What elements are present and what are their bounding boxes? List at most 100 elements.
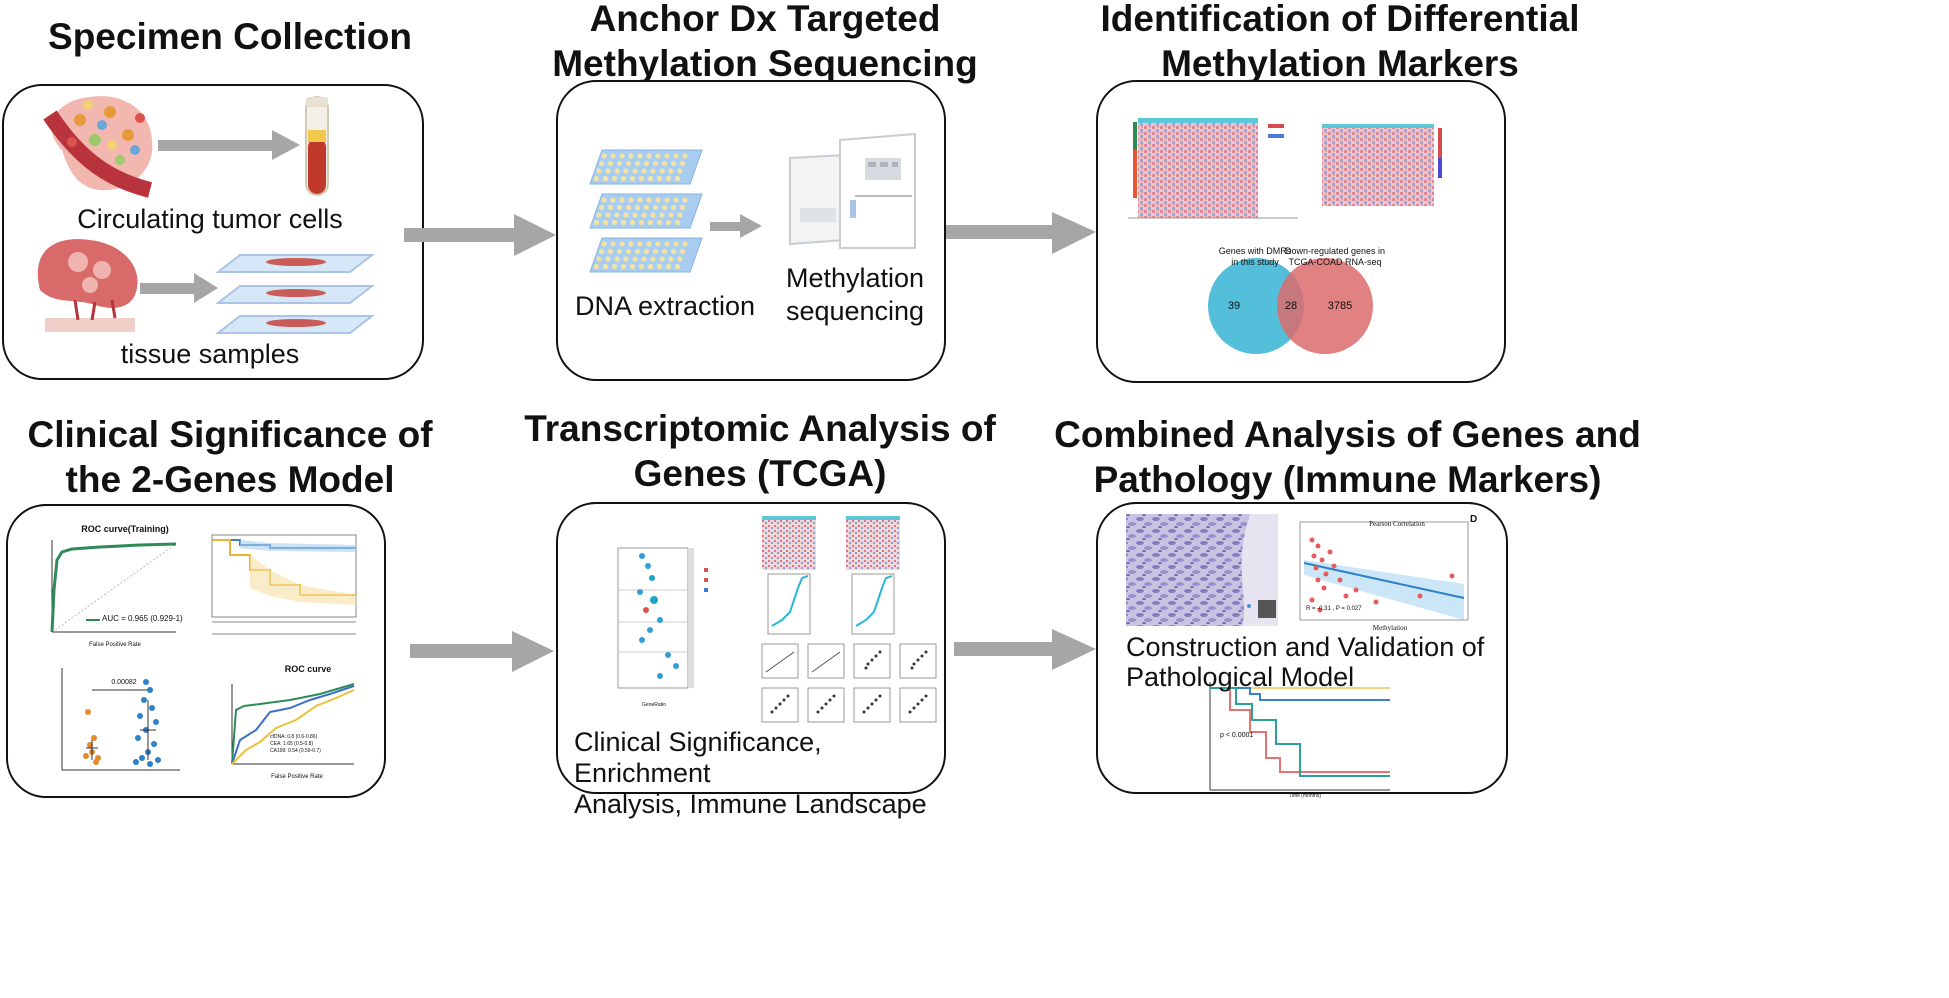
heatmap-grid [762,516,900,570]
well [632,256,638,262]
well [652,248,659,255]
waterfall-chart [767,573,895,635]
well [593,175,600,182]
well [646,241,652,247]
well [611,219,618,226]
roc-legend: cfDNA: 0.8 (0.6-0.86) CEA: 1.65 (0.5-0.8… [270,734,360,755]
sequencing-label-line: sequencing [785,296,925,326]
well [650,212,656,218]
well [650,168,656,174]
well [661,160,668,167]
venn-left-label: Genes with DMRs in this study [1200,246,1310,268]
arrow-icon [140,273,218,303]
well [673,153,679,159]
well [664,153,670,159]
dna-extraction-label: DNA extraction [574,291,756,321]
well [628,197,634,203]
venn-left-count: 39 [1227,300,1241,312]
sequencing-label: Methylation sequencing [760,262,950,328]
well [598,160,605,167]
well [652,204,659,211]
well [677,168,683,174]
well [605,256,611,262]
well [665,219,672,226]
well [602,219,609,226]
well [670,160,677,167]
well [650,256,656,262]
title-line: Transcriptomic Analysis of [524,408,996,449]
pathology-model-caption: Construction and Validation of Pathologi… [1126,632,1496,692]
well [596,168,602,174]
step-title-specimen: Specimen Collection [20,14,440,59]
well [629,175,636,182]
well [652,160,659,167]
well [656,263,663,270]
well [656,175,663,182]
well [614,256,620,262]
venn-right-count: 3785 [1327,300,1353,312]
well [634,204,641,211]
well [677,212,683,218]
well [598,248,605,255]
well [611,175,618,182]
well [661,204,668,211]
well [647,175,654,182]
venn-label-line: TCGA-COAD RNA-seq [1288,257,1382,267]
well [656,219,663,226]
step-title-sequencing: Anchor Dx Targeted Methylation Sequencin… [540,0,990,86]
well [665,263,672,270]
correlation-chart [1299,521,1469,621]
well [620,263,627,270]
well [628,153,634,159]
venn-label-line: Down-regulated genes in [1284,246,1386,256]
well [682,241,688,247]
well [682,197,688,203]
well [641,256,647,262]
well-plate [589,193,703,229]
well [620,219,627,226]
well [655,153,661,159]
well [659,168,665,174]
well [647,263,654,270]
dot-plot-chart [61,668,180,771]
venn-right-label: Down-regulated genes in TCGA-COAD RNA-se… [1275,246,1395,268]
title-line: Clinical Significance of [27,414,433,455]
well [607,248,614,255]
well [679,204,686,211]
well [668,168,674,174]
km-chart [211,534,357,635]
scatter-lines [765,651,841,673]
title-line: Genes (TCGA) [633,453,887,494]
correlation-title: Pearson Correlation [1369,520,1425,528]
well [673,197,679,203]
well [661,248,668,255]
well [638,175,645,182]
blood-tube-icon [305,96,329,196]
well [607,204,614,211]
well [602,263,609,270]
roc-training-title: ROC curve(Training) [81,524,169,534]
well [623,256,629,262]
roc-title: ROC curve [284,664,332,674]
well [674,263,681,270]
caption-line: Construction and Validation of [1126,632,1485,662]
pathology-km-chart [1209,682,1390,791]
enrichment-dotplot [617,547,708,689]
title-line: the 2-Genes Model [65,459,395,500]
roc-training-chart [50,540,177,633]
well [628,241,634,247]
panel-clinical [6,504,386,798]
well [601,153,607,159]
well [625,160,632,167]
well [665,175,672,182]
roc-legend-item: cfDNA: 0.8 (0.6-0.86) [270,734,318,740]
well [593,263,600,270]
correlation-tag: D [1470,514,1478,525]
well [610,153,616,159]
well [614,212,620,218]
roc-legend-item: CA199: 0.54 (0.59-0.7) [270,748,321,754]
venn-label-line: Genes with DMRs [1218,246,1292,256]
well [623,212,629,218]
